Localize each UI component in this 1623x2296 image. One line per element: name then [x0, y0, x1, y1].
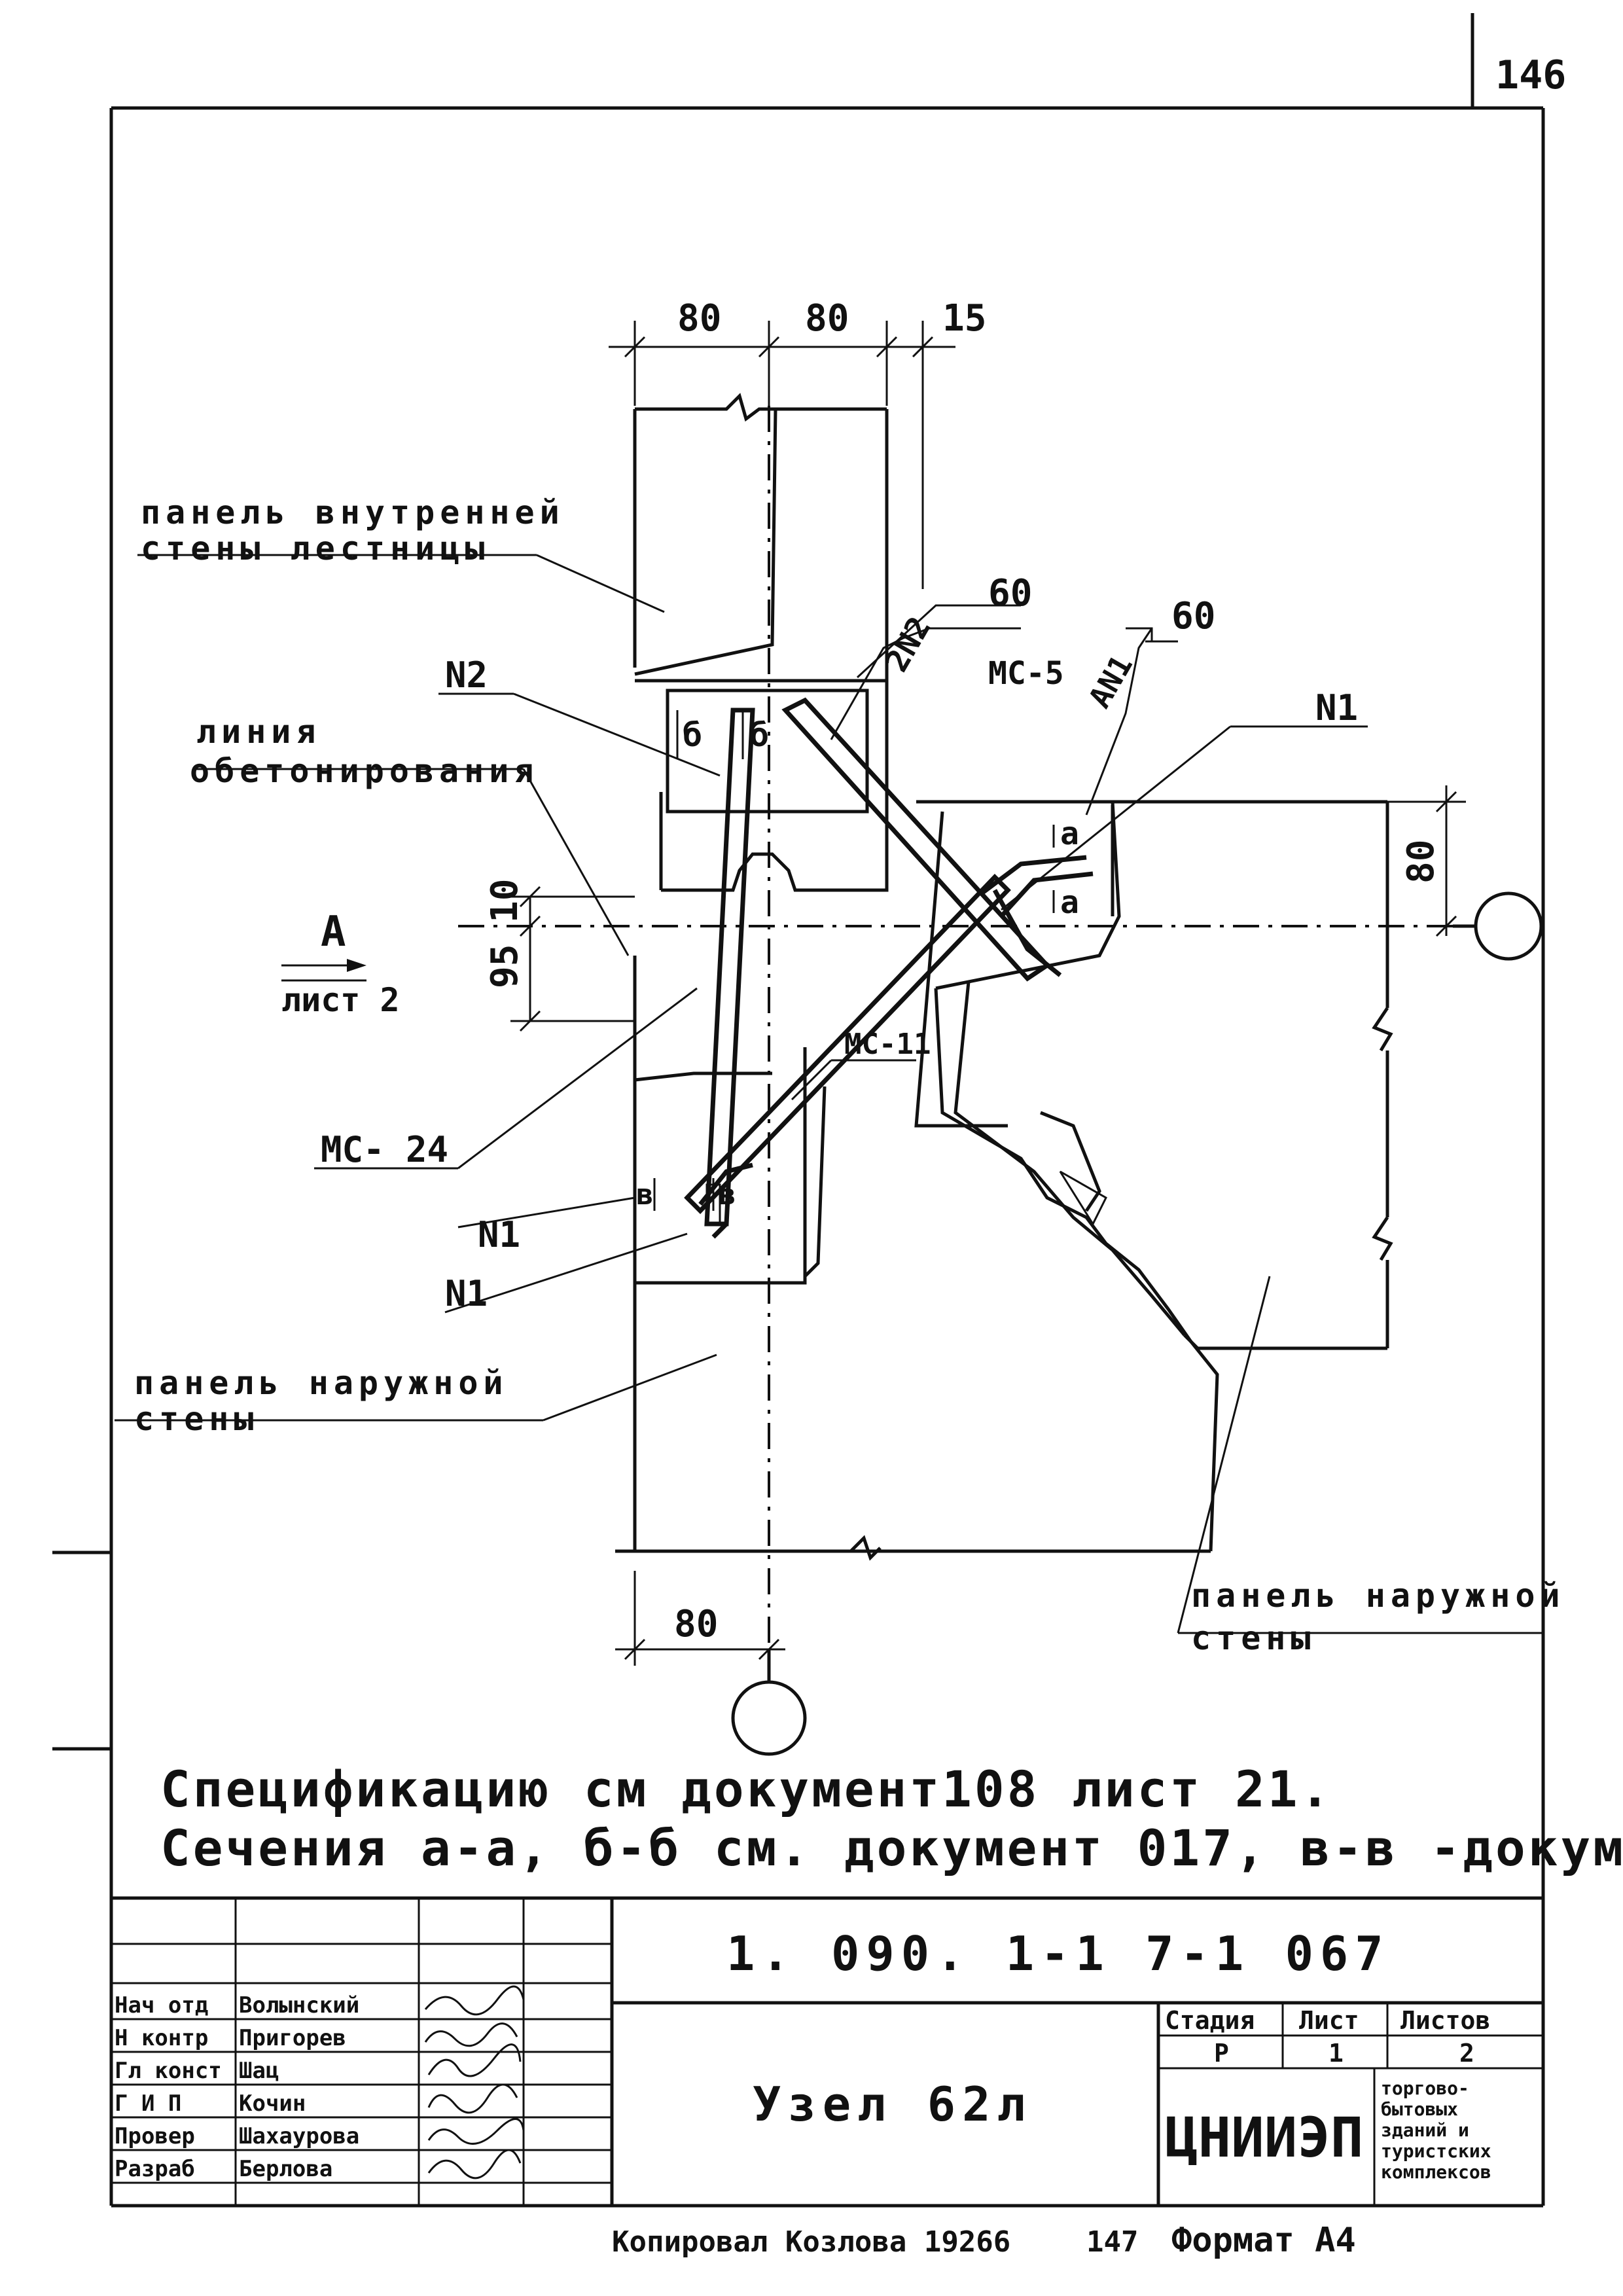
- dim-95: 95: [484, 944, 526, 988]
- dim-15: 15: [942, 297, 986, 340]
- stage-header: Стадия: [1165, 2006, 1255, 2035]
- dim-80-right: 80: [805, 297, 849, 340]
- signatures: [424, 1985, 525, 2179]
- sheet-frame: [52, 13, 1545, 2208]
- label-inner-wall-1: панель внутренней: [141, 493, 565, 531]
- label-outer-wall-right-2: стены: [1191, 1619, 1316, 1657]
- label-mc5: МС-5: [988, 655, 1064, 692]
- outer-wall-left-shape: [615, 956, 1211, 1561]
- axis-lines: [458, 406, 1543, 1756]
- role-3: Гл конст: [115, 2058, 222, 2084]
- role-6: Разраб: [115, 2156, 195, 2182]
- section-v-1: в: [636, 1178, 654, 1211]
- reinforcement-bars: [684, 697, 1094, 1239]
- name-6: Берлова: [239, 2156, 332, 2182]
- sheets-value: 2: [1459, 2039, 1474, 2068]
- role-1: Нач отд: [115, 1992, 208, 2018]
- label-mc24: МС- 24: [321, 1129, 448, 1170]
- label-n1-mid: N1: [478, 1214, 520, 1255]
- name-2: Пригорев: [239, 2025, 346, 2051]
- title-block-grid: [111, 1896, 1543, 2206]
- section-b-1: б: [683, 716, 702, 754]
- label-outer-wall-left-2: стены: [134, 1400, 259, 1438]
- dimension-lines: [510, 321, 1466, 1666]
- org-desc-2: бытовых: [1381, 2098, 1458, 2120]
- dim-60-right: 60: [1171, 595, 1215, 637]
- footer-number: 147: [1086, 2225, 1138, 2259]
- note-specification: Спецификацию см документ108 лист 21.: [160, 1760, 1332, 1818]
- note-sections: Сечения а-а, б-б см. документ 017, в-в -…: [160, 1819, 1623, 1877]
- leader-lines: [115, 554, 1543, 1634]
- name-4: Кочин: [239, 2090, 306, 2117]
- label-n2: N2: [445, 655, 488, 696]
- label-concreting-1: линия: [196, 713, 321, 751]
- section-a-1: а: [1060, 816, 1079, 852]
- doc-code: 1. 090. 1-1 7-1 067: [726, 1926, 1390, 1981]
- drawing-title: Узел 62л: [753, 2077, 1032, 2132]
- section-markers: [653, 710, 1055, 1211]
- section-a-2: а: [1060, 884, 1079, 921]
- sheet-value: 1: [1329, 2039, 1344, 2068]
- sheets-header: Листов: [1400, 2006, 1490, 2035]
- role-5: Провер: [115, 2123, 195, 2149]
- dim-10: 10: [484, 879, 526, 923]
- label-n1-low: N1: [445, 1273, 488, 1314]
- section-b-2: б: [749, 716, 769, 754]
- name-5: Шахаурова: [239, 2123, 359, 2149]
- role-2: Н контр: [115, 2025, 208, 2051]
- dim-80-left: 80: [677, 297, 721, 340]
- org-desc-3: зданий и: [1381, 2119, 1469, 2141]
- org-desc-4: туристских: [1381, 2140, 1491, 2162]
- section-v-2: в: [719, 1178, 736, 1211]
- footer-format: Формат А4: [1171, 2221, 1356, 2260]
- label-mc11: МС-11: [844, 1028, 931, 1061]
- footer-copied-by: Копировал Козлова 19266: [612, 2225, 1010, 2259]
- label-inner-wall-2: стены лестницы: [141, 529, 490, 567]
- dim-80-vertical: 80: [1400, 840, 1442, 884]
- dim-60-left: 60: [988, 572, 1032, 615]
- embedded-plate: [659, 681, 889, 892]
- org-name: ЦНИИЭП: [1165, 2106, 1363, 2170]
- label-outer-wall-left-1: панель наружной: [134, 1364, 508, 1402]
- label-an1: АN1: [1082, 649, 1139, 714]
- label-view-a-sheet: лист 2: [281, 981, 400, 1019]
- stage-value: Р: [1214, 2039, 1229, 2068]
- label-n1-top: N1: [1315, 687, 1358, 728]
- dim-80-bottom: 80: [674, 1603, 718, 1645]
- outer-wall-right-shape: [914, 800, 1393, 1552]
- role-4: Г И П: [115, 2090, 181, 2117]
- label-view-a: А: [321, 908, 346, 956]
- name-3: Шац: [239, 2058, 279, 2084]
- org-desc-5: комплексов: [1381, 2161, 1491, 2183]
- sheet-number: 146: [1495, 52, 1566, 98]
- org-desc-1: торгово-: [1381, 2077, 1469, 2099]
- label-concreting-2: обетонирования: [190, 752, 539, 790]
- name-1: Волынский: [239, 1992, 359, 2018]
- label-outer-wall-right-1: панель наружной: [1191, 1577, 1565, 1615]
- sheet-header: Лист: [1299, 2006, 1359, 2035]
- inner-wall-panel-shape: [633, 393, 889, 683]
